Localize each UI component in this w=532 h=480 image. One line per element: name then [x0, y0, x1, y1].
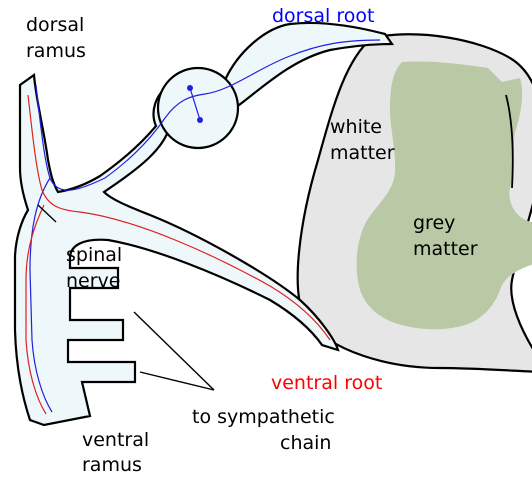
sympathetic-pointer-2: [139, 371, 215, 391]
ventral-root-label: ventral root: [271, 372, 382, 394]
ganglion-neuron-dot-1: [187, 85, 193, 91]
sensory-fiber: [35, 39, 381, 191]
ventral-ramus-label: ventral ramus: [82, 429, 155, 476]
dorsal-root-label: dorsal root: [272, 5, 374, 27]
dorsal-ramus-label: dorsal ramus: [26, 14, 90, 62]
dorsal-root-ganglion: [156, 66, 240, 150]
grey-matter-label: grey matter: [413, 212, 478, 260]
ganglion-neuron: [189, 87, 201, 121]
spinal-nerve-body: [13, 21, 395, 427]
sensory-fiber-distal: [29, 177, 53, 413]
spinal-nerve-label: spinal nerve: [66, 244, 128, 292]
sympathetic-chain-label: to sympathetic chain: [192, 406, 341, 454]
ganglion-neuron-dot-2: [197, 117, 203, 123]
grey-matter: [356, 61, 532, 330]
white-matter-label: white matter: [330, 116, 395, 164]
spinal-nerve-pointer: [37, 204, 57, 223]
motor-fiber: [27, 94, 331, 341]
sympathetic-pointer-1: [133, 311, 215, 391]
motor-fiber-distal: [25, 204, 47, 415]
median-fissure: [505, 94, 514, 189]
